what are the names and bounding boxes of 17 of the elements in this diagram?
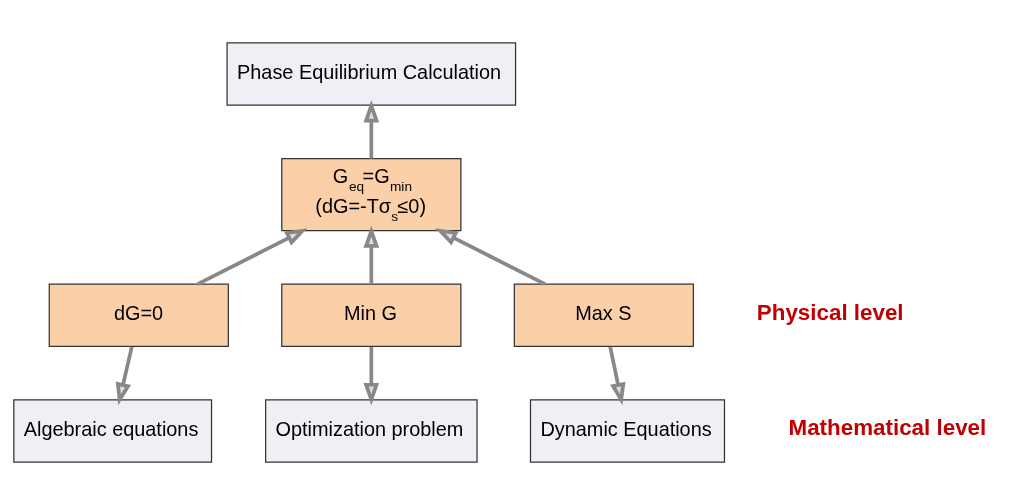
node-box: Dynamic Equations — [529, 398, 726, 463]
node-box: Optimization problem — [265, 398, 478, 463]
arrow — [115, 345, 134, 405]
node-box: Phase Equilibrium Calculation — [226, 41, 517, 106]
arrow — [435, 227, 546, 286]
node-box: G$_{eq}$=G$_{min}$ (dG=-Tσ$_{s}$≤0) — [281, 157, 462, 231]
node-box: Max S — [513, 283, 694, 347]
arrow — [363, 346, 380, 405]
arrow — [608, 346, 626, 405]
node-box: dG=0 — [48, 283, 229, 347]
label: Mathematical level — [788, 414, 987, 440]
label: Physical level — [756, 299, 904, 325]
node-box: Algebraic equations — [13, 398, 213, 463]
arrow — [196, 227, 308, 286]
node-box: Min G — [281, 283, 462, 347]
arrow — [363, 224, 380, 284]
arrow — [363, 99, 380, 158]
